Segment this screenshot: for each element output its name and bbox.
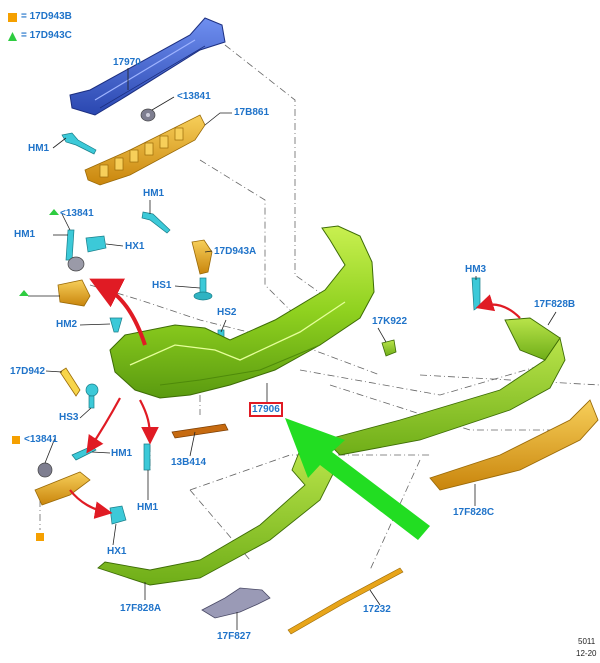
legend-text: = 17D943B — [21, 11, 72, 22]
callout-17906[interactable]: 17906 — [249, 402, 283, 417]
screw-hs1 — [193, 277, 213, 301]
callout-hx1-top[interactable]: HX1 — [125, 241, 145, 252]
callout-hm1-mid[interactable]: HM1 — [143, 188, 165, 199]
bracket-left-lower — [34, 443, 151, 525]
reinforcement-beam-17970 — [69, 17, 226, 116]
green-triangle-icon — [8, 32, 17, 41]
valance-17F828B — [324, 317, 566, 456]
callout-hx1-bottom[interactable]: HX1 — [107, 546, 127, 557]
clip-17K922 — [381, 339, 397, 357]
square-markers — [12, 436, 44, 541]
pin-hm1-mid — [141, 211, 171, 234]
legend-text: = 17D943C — [21, 30, 72, 41]
bumper-cover-17906 — [109, 225, 375, 399]
diagram-date: 12-20 — [576, 649, 597, 658]
bracket-left-upper — [57, 229, 107, 307]
orange-square-icon — [8, 13, 17, 22]
callout-hm1-left[interactable]: HM1 — [14, 229, 36, 240]
pin-hm3 — [471, 277, 481, 311]
pin-hm1-top — [61, 132, 97, 155]
callout-17F828C[interactable]: 17F828C — [453, 507, 495, 518]
diagram-code: 5011 — [578, 637, 596, 646]
callout-hs1[interactable]: HS1 — [152, 280, 172, 291]
callout-17F828B[interactable]: 17F828B — [534, 299, 576, 310]
reflector-13B414 — [171, 423, 229, 439]
callout-hs2[interactable]: HS2 — [217, 307, 237, 318]
callout-13B414[interactable]: 13B414 — [171, 457, 207, 468]
callout-hm3[interactable]: HM3 — [465, 264, 487, 275]
leader-lines — [28, 68, 557, 630]
callout-17D942[interactable]: 17D942 — [10, 366, 46, 377]
callout-13841-top[interactable]: <13841 — [177, 91, 211, 102]
direction-arrows — [69, 278, 521, 519]
callout-hm1-bottom[interactable]: HM1 — [137, 502, 159, 513]
energy-absorber-17B861 — [84, 114, 206, 186]
valance-17F828A — [97, 449, 336, 586]
callout-17B861[interactable]: 17B861 — [234, 107, 270, 118]
guide-arrow — [285, 418, 430, 540]
callout-hm1-top[interactable]: HM1 — [28, 143, 50, 154]
callout-13841-left[interactable]: <13841 — [60, 208, 94, 219]
reflector-17D942 — [59, 367, 81, 397]
callout-17K922[interactable]: 17K922 — [372, 316, 408, 327]
callout-17D943A[interactable]: 17D943A — [214, 246, 257, 257]
screw-hs3 — [85, 383, 99, 409]
pin-hm2 — [109, 317, 123, 333]
callout-17970[interactable]: 17970 — [113, 57, 141, 68]
nut-13841-top — [140, 108, 156, 122]
callout-13841-bottom[interactable]: <13841 — [24, 434, 58, 445]
triangle-markers — [19, 209, 59, 296]
callout-hs3[interactable]: HS3 — [59, 412, 79, 423]
callout-17F827[interactable]: 17F827 — [217, 631, 251, 642]
callout-17232[interactable]: 17232 — [363, 604, 391, 615]
valance-17F828C — [429, 399, 599, 491]
callout-hm2[interactable]: HM2 — [56, 319, 78, 330]
trim-strip-17232 — [287, 567, 404, 635]
diffuser-17F827 — [201, 587, 271, 619]
callout-17F828A[interactable]: 17F828A — [120, 603, 162, 614]
bracket-17D943A — [191, 239, 213, 275]
callout-hm1-low[interactable]: HM1 — [111, 448, 133, 459]
